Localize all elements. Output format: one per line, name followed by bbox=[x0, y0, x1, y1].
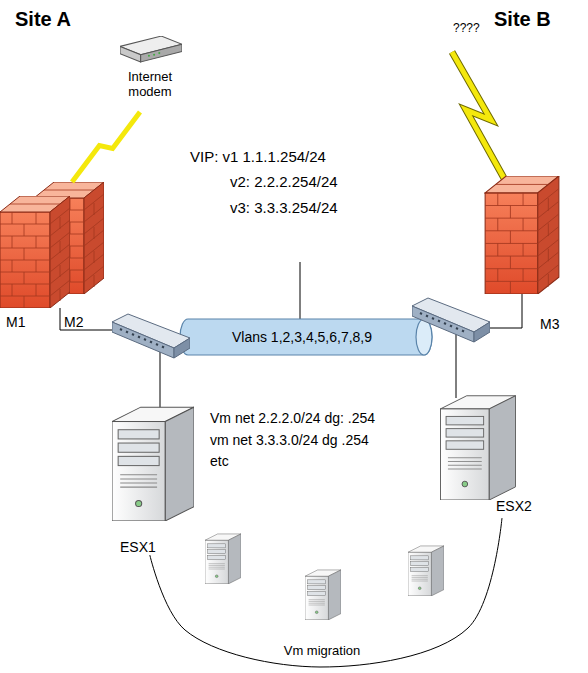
node-label: ESX2 bbox=[496, 498, 532, 514]
modem-shape bbox=[120, 36, 182, 63]
firewall: M1 bbox=[0, 196, 72, 332]
wireless-bolt bbox=[452, 52, 505, 180]
vm-network-note: Vm net 2.2.2.0/24 dg: .254 bbox=[210, 410, 375, 426]
fw-shape bbox=[484, 176, 560, 294]
network-switch bbox=[412, 298, 490, 342]
modem-device: Internet modem bbox=[110, 36, 190, 112]
esx-host: ESX2 bbox=[440, 392, 540, 518]
srv-shape bbox=[440, 392, 516, 500]
node-label: M2 bbox=[64, 314, 83, 330]
unknown-link-note: ???? bbox=[453, 22, 480, 36]
vlan-trunk: Vlans 1,2,3,4,5,6,7,8,9 bbox=[180, 319, 432, 355]
vip-note: v2: 2.2.2.254/24 bbox=[230, 173, 338, 190]
vm-network-note: etc bbox=[210, 453, 229, 469]
vm-network-note: vm net 3.3.3.0/24 dg .254 bbox=[210, 432, 369, 448]
srv-shape bbox=[112, 403, 194, 521]
edge-label: Vm migration bbox=[284, 644, 361, 659]
esx-host: ESX1 bbox=[112, 403, 202, 555]
wireless-bolt bbox=[72, 112, 140, 182]
node-label: M1 bbox=[6, 314, 25, 330]
node-label: M3 bbox=[540, 316, 559, 332]
node-label: ESX1 bbox=[120, 539, 156, 555]
network-wire bbox=[60, 262, 522, 408]
firewall: M3 bbox=[484, 176, 568, 336]
fw-shape bbox=[0, 196, 70, 308]
vm-server-icons bbox=[205, 534, 444, 620]
site-heading: Site B bbox=[494, 8, 551, 31]
migration-arc bbox=[150, 518, 502, 667]
vip-note: v3: 3.3.3.254/24 bbox=[230, 199, 338, 216]
node-label: Vlans 1,2,3,4,5,6,7,8,9 bbox=[180, 329, 424, 345]
vip-note: VIP: v1 1.1.1.254/24 bbox=[190, 148, 326, 165]
site-heading: Site A bbox=[15, 8, 71, 31]
network-switch bbox=[112, 314, 190, 358]
node-label: Internet modem bbox=[110, 70, 190, 100]
